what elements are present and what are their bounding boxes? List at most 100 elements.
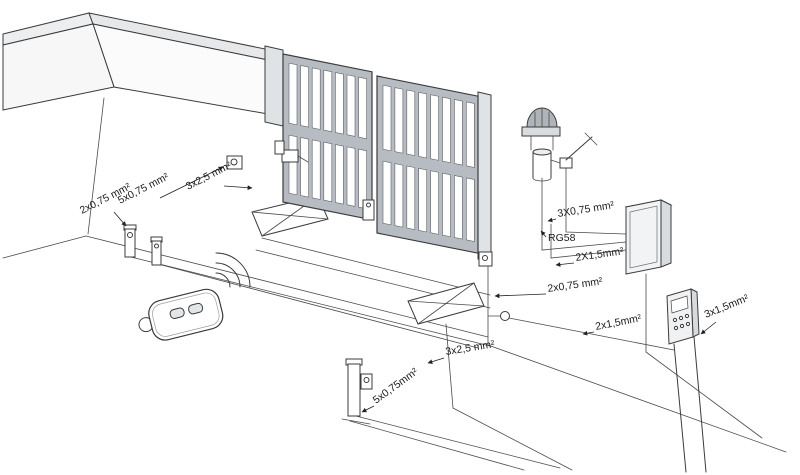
- arrow: [113, 211, 127, 227]
- radio-wave: [215, 252, 251, 288]
- gate-slat: [442, 96, 451, 164]
- wall-face-left: [2, 23, 115, 111]
- control-box-front: [625, 199, 662, 275]
- arrow: [540, 230, 547, 238]
- gate-slat: [288, 62, 298, 126]
- gate-post-left: [264, 45, 284, 127]
- remote-control: [138, 252, 251, 341]
- gate-slat: [466, 101, 475, 168]
- gate-slat: [466, 177, 475, 242]
- gate-slat: [406, 165, 416, 230]
- gate-slat: [311, 139, 321, 200]
- cable-bottom-right: [487, 344, 787, 453]
- gate-slat: [382, 160, 392, 226]
- junction-box: [500, 311, 510, 321]
- cable-line: [261, 237, 491, 296]
- remote-button[interactable]: [188, 302, 204, 315]
- lock-cylinder: [366, 202, 371, 208]
- photocell-post-a: [123, 224, 137, 258]
- key: [685, 321, 691, 327]
- gate-slat: [288, 134, 298, 196]
- arrow: [223, 185, 253, 191]
- control-box-side: [660, 199, 672, 268]
- photocell-post-bottom: [341, 358, 373, 425]
- gate: [264, 45, 492, 264]
- wall-ground-edge: [87, 97, 105, 235]
- key: [672, 317, 678, 323]
- gate-slat: [335, 72, 344, 135]
- cable-line: [452, 407, 573, 471]
- radio-wave: [215, 272, 231, 288]
- flashing-lamp: [521, 107, 561, 182]
- arrow: [159, 166, 224, 199]
- photocell-right-post: [478, 251, 493, 267]
- gate-slat: [335, 144, 344, 205]
- gate-slat: [406, 89, 416, 156]
- cable-line: [157, 263, 479, 349]
- gate-slat: [300, 137, 309, 198]
- cable-line: [445, 323, 454, 409]
- perimeter-walls: [2, 12, 271, 235]
- operator-arm: [297, 155, 309, 163]
- radio-wave: [215, 262, 241, 288]
- arrow: [494, 293, 547, 299]
- gate-slat: [430, 94, 439, 161]
- keypad-display: [670, 295, 689, 314]
- antenna: [550, 132, 598, 169]
- label-arrows: [113, 166, 717, 413]
- photocell-lens: [482, 255, 488, 261]
- gate-slat: [418, 91, 428, 159]
- post-body: [347, 363, 361, 417]
- key: [678, 315, 684, 321]
- leaf-slats-lower: [382, 160, 475, 242]
- remote-button[interactable]: [169, 307, 185, 319]
- gate-slat: [323, 141, 333, 203]
- antenna-mount: [550, 159, 561, 164]
- cable-line: [349, 420, 525, 471]
- gate-lock: [362, 199, 375, 221]
- curb-line: [2, 235, 87, 259]
- gate-slat: [394, 87, 404, 154]
- gate-slat: [358, 76, 367, 140]
- lamp-base: [521, 126, 561, 137]
- key: [679, 323, 685, 329]
- post-base-line: [341, 418, 371, 425]
- gate-slat: [346, 74, 356, 137]
- leaf-panel: [376, 75, 479, 254]
- cable-photocell-right: [550, 223, 627, 259]
- photocell-lens: [230, 158, 238, 166]
- cable-line: [130, 256, 491, 347]
- foundation-cross: [407, 282, 485, 325]
- arrow: [700, 321, 717, 335]
- gate-slat: [418, 167, 428, 233]
- keypad-post: [673, 336, 707, 473]
- photocell-lens: [127, 232, 133, 238]
- arrow: [582, 330, 595, 336]
- photocell-post-b: [150, 236, 163, 266]
- cable-line: [355, 415, 561, 469]
- leaf-slats-upper: [382, 84, 475, 168]
- gate-slat: [454, 175, 463, 240]
- cable-to-keypad: [508, 317, 675, 351]
- photocell-lens: [154, 243, 159, 249]
- post-body: [151, 240, 162, 266]
- gate-slat: [311, 67, 321, 130]
- gate-slat: [430, 170, 439, 235]
- control-box-door: [629, 205, 658, 269]
- cable-lamp: [541, 177, 627, 251]
- keypad-keys: [672, 313, 691, 331]
- gate-slat: [300, 65, 309, 128]
- junction-box-post: [274, 140, 285, 155]
- arrow: [427, 357, 445, 364]
- pillar-top: [532, 148, 552, 156]
- pillar-bottom: [532, 177, 552, 182]
- key: [684, 313, 690, 319]
- lamp-bracket: [530, 135, 554, 151]
- gate-slat: [442, 172, 451, 238]
- photocell-lens: [363, 377, 370, 383]
- gate-slat: [454, 99, 463, 166]
- cable-from-control-box: [645, 351, 763, 439]
- antenna-rod: [565, 136, 593, 161]
- gate-leaf-left: [282, 53, 373, 221]
